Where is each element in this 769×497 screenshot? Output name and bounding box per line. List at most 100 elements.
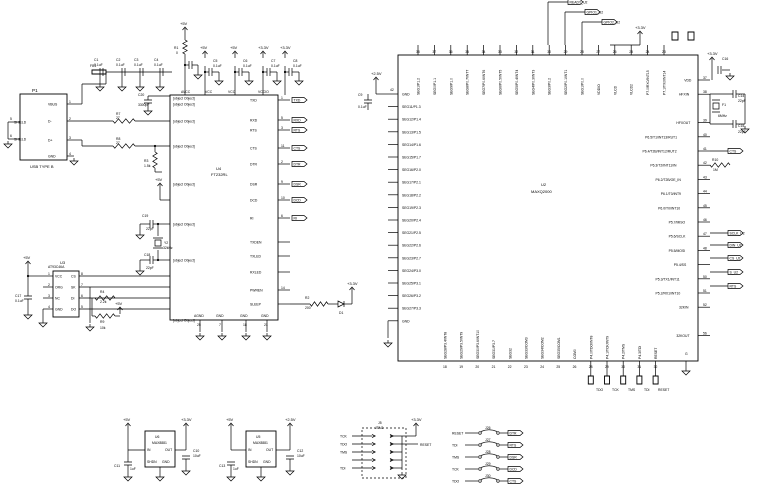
mcu-right-pin: P5.5/MOSI bbox=[669, 249, 686, 253]
ground-symbol bbox=[681, 368, 691, 376]
ft232-top-pin: VCC bbox=[228, 90, 236, 94]
supply-arrow bbox=[228, 422, 234, 430]
eeprom-pin-num: 3 bbox=[48, 294, 50, 298]
eeprom-pin-num: 7 bbox=[81, 283, 83, 287]
resistor-r2 bbox=[309, 301, 329, 307]
jtag-net: TCK bbox=[340, 435, 348, 439]
ft232-top-pin: VCCIO bbox=[258, 90, 269, 94]
eeprom-left-pin: VCC bbox=[55, 275, 63, 279]
mcu-bottom-net: TMS bbox=[628, 388, 636, 392]
mcu-pin-number: 42 bbox=[390, 88, 394, 92]
ground-symbol bbox=[262, 333, 272, 341]
cap-ref: C18 bbox=[144, 253, 150, 257]
jumper-link bbox=[480, 441, 498, 444]
jumper-link bbox=[480, 429, 498, 432]
ft232-right-pin: DTR bbox=[250, 163, 258, 167]
cap-value: 22pF bbox=[738, 130, 746, 134]
mcu-pin-number: 47 bbox=[703, 232, 707, 236]
jtag-net: TDO bbox=[340, 443, 348, 447]
cap-ref: C14 bbox=[738, 94, 744, 98]
net-flag bbox=[507, 478, 524, 484]
jtag-net: TMS bbox=[340, 451, 348, 455]
net-flag bbox=[291, 117, 308, 123]
capacitor bbox=[188, 61, 193, 69]
mcu-top-pin: SEG4/P0.3/INT3 bbox=[531, 70, 535, 95]
eeprom-pin-num: 5 bbox=[81, 305, 83, 309]
ft232-right-pin: RTS bbox=[250, 129, 257, 133]
eeprom-ref: U3 bbox=[60, 260, 66, 265]
mcu-top-pin: VDDIO bbox=[597, 84, 601, 95]
resistor-r1 bbox=[182, 39, 188, 55]
mcu-right-pin: P6.0/T0/INT10 bbox=[658, 206, 680, 210]
supply-label: +3.3V bbox=[280, 45, 291, 50]
mcu-right-pin: HFXOUT bbox=[676, 121, 690, 125]
ground-symbol bbox=[241, 333, 251, 341]
res-ref: R3 bbox=[144, 159, 148, 163]
mcu-right-pin: HFXIN bbox=[679, 93, 690, 97]
jtag-net: TDI bbox=[340, 467, 346, 471]
ft232-bottom-pin: AGND bbox=[194, 314, 204, 318]
cap-ref: C10 bbox=[193, 449, 199, 453]
ground-symbol bbox=[294, 78, 304, 86]
mcu-right-pin: P5.6/SCLK bbox=[669, 235, 687, 239]
jtag-pin bbox=[371, 450, 377, 454]
capacitor-c18 bbox=[149, 256, 154, 264]
mcu-left-pin: SEG22/P2.6 bbox=[402, 244, 421, 248]
eeprom-left-pin: NC bbox=[55, 297, 60, 301]
mcu-right-pin: P6.5/T1/INT13/RUT1 bbox=[645, 135, 677, 139]
resistor-r3 bbox=[152, 151, 158, 169]
capacitor bbox=[99, 68, 104, 76]
jumper-ref: J26 bbox=[485, 426, 491, 430]
net-label-s1: S_U2 bbox=[730, 271, 739, 275]
supply-arrow bbox=[349, 286, 355, 294]
mcu-left-pin: SEG11/P1.3 bbox=[402, 105, 421, 109]
net-label-cts: CTS bbox=[294, 147, 302, 151]
net-label-rts: RTS bbox=[730, 285, 737, 289]
mcu-bottom-net: TDI bbox=[644, 388, 650, 392]
capacitor-c15 bbox=[732, 120, 737, 128]
capacitor-c12 bbox=[286, 455, 294, 460]
crystal-f1 bbox=[712, 99, 720, 113]
jtag-header-outline bbox=[361, 427, 407, 479]
resistor-r7 bbox=[112, 118, 136, 124]
cap-ref: C4 bbox=[154, 58, 158, 62]
mcu-top-pin: SEG0/P1.1 bbox=[433, 78, 437, 95]
supply-label: +5V bbox=[200, 45, 208, 50]
ground-symbol bbox=[725, 73, 735, 81]
jtag-pin bbox=[371, 458, 377, 462]
ldo1-ref: U6 bbox=[155, 435, 159, 439]
mcu-right-pin: VDD bbox=[684, 79, 692, 83]
supply-arrow bbox=[413, 422, 419, 430]
net-label-rxd: RXD bbox=[294, 119, 302, 123]
supply-arrow bbox=[182, 26, 188, 34]
cap-value: 10uF bbox=[297, 454, 305, 458]
ferrite-bead bbox=[91, 69, 107, 75]
cap-value: 22pF bbox=[146, 227, 154, 231]
net-flag bbox=[507, 430, 524, 436]
mcu-top-pin: SEG2/P0.1/INT1 bbox=[564, 70, 568, 95]
jumper-left-net: TMS bbox=[452, 456, 460, 460]
capacitor bbox=[159, 68, 164, 76]
supply-arrow bbox=[232, 50, 238, 58]
mcu-pin-number: 43 bbox=[703, 175, 707, 179]
mcu-right-pin: P5.3/TX1/INT11 bbox=[656, 277, 680, 281]
cap-value: 0.1uF bbox=[293, 64, 302, 68]
supply-arrow bbox=[183, 422, 189, 430]
mcu-left-pin: GND bbox=[402, 319, 410, 323]
jumper-pin bbox=[496, 479, 500, 483]
capacitor-c10 bbox=[182, 455, 190, 460]
eeprom-right-pin: SK bbox=[71, 286, 76, 290]
net-label-cts: CTS bbox=[730, 150, 738, 154]
mcu-left-pin: SEG27/P3.3 bbox=[402, 307, 421, 311]
capacitor-c17 bbox=[24, 295, 32, 300]
mcu-pin-number: 50 bbox=[703, 275, 707, 279]
mcu-top-pin: SEG3/P0.2 bbox=[548, 78, 552, 95]
jumper-right-net: RTS bbox=[510, 444, 517, 448]
xtal-ref: F1 bbox=[722, 103, 726, 107]
cap-value: 0.1uF bbox=[243, 64, 252, 68]
mcu-pin-number: 45 bbox=[703, 204, 707, 208]
ground-symbol bbox=[85, 324, 95, 332]
mcu-pin-number: 22 bbox=[508, 365, 512, 369]
supply-arrow bbox=[260, 50, 266, 58]
mcu-bottom-net: TDO bbox=[596, 388, 604, 392]
